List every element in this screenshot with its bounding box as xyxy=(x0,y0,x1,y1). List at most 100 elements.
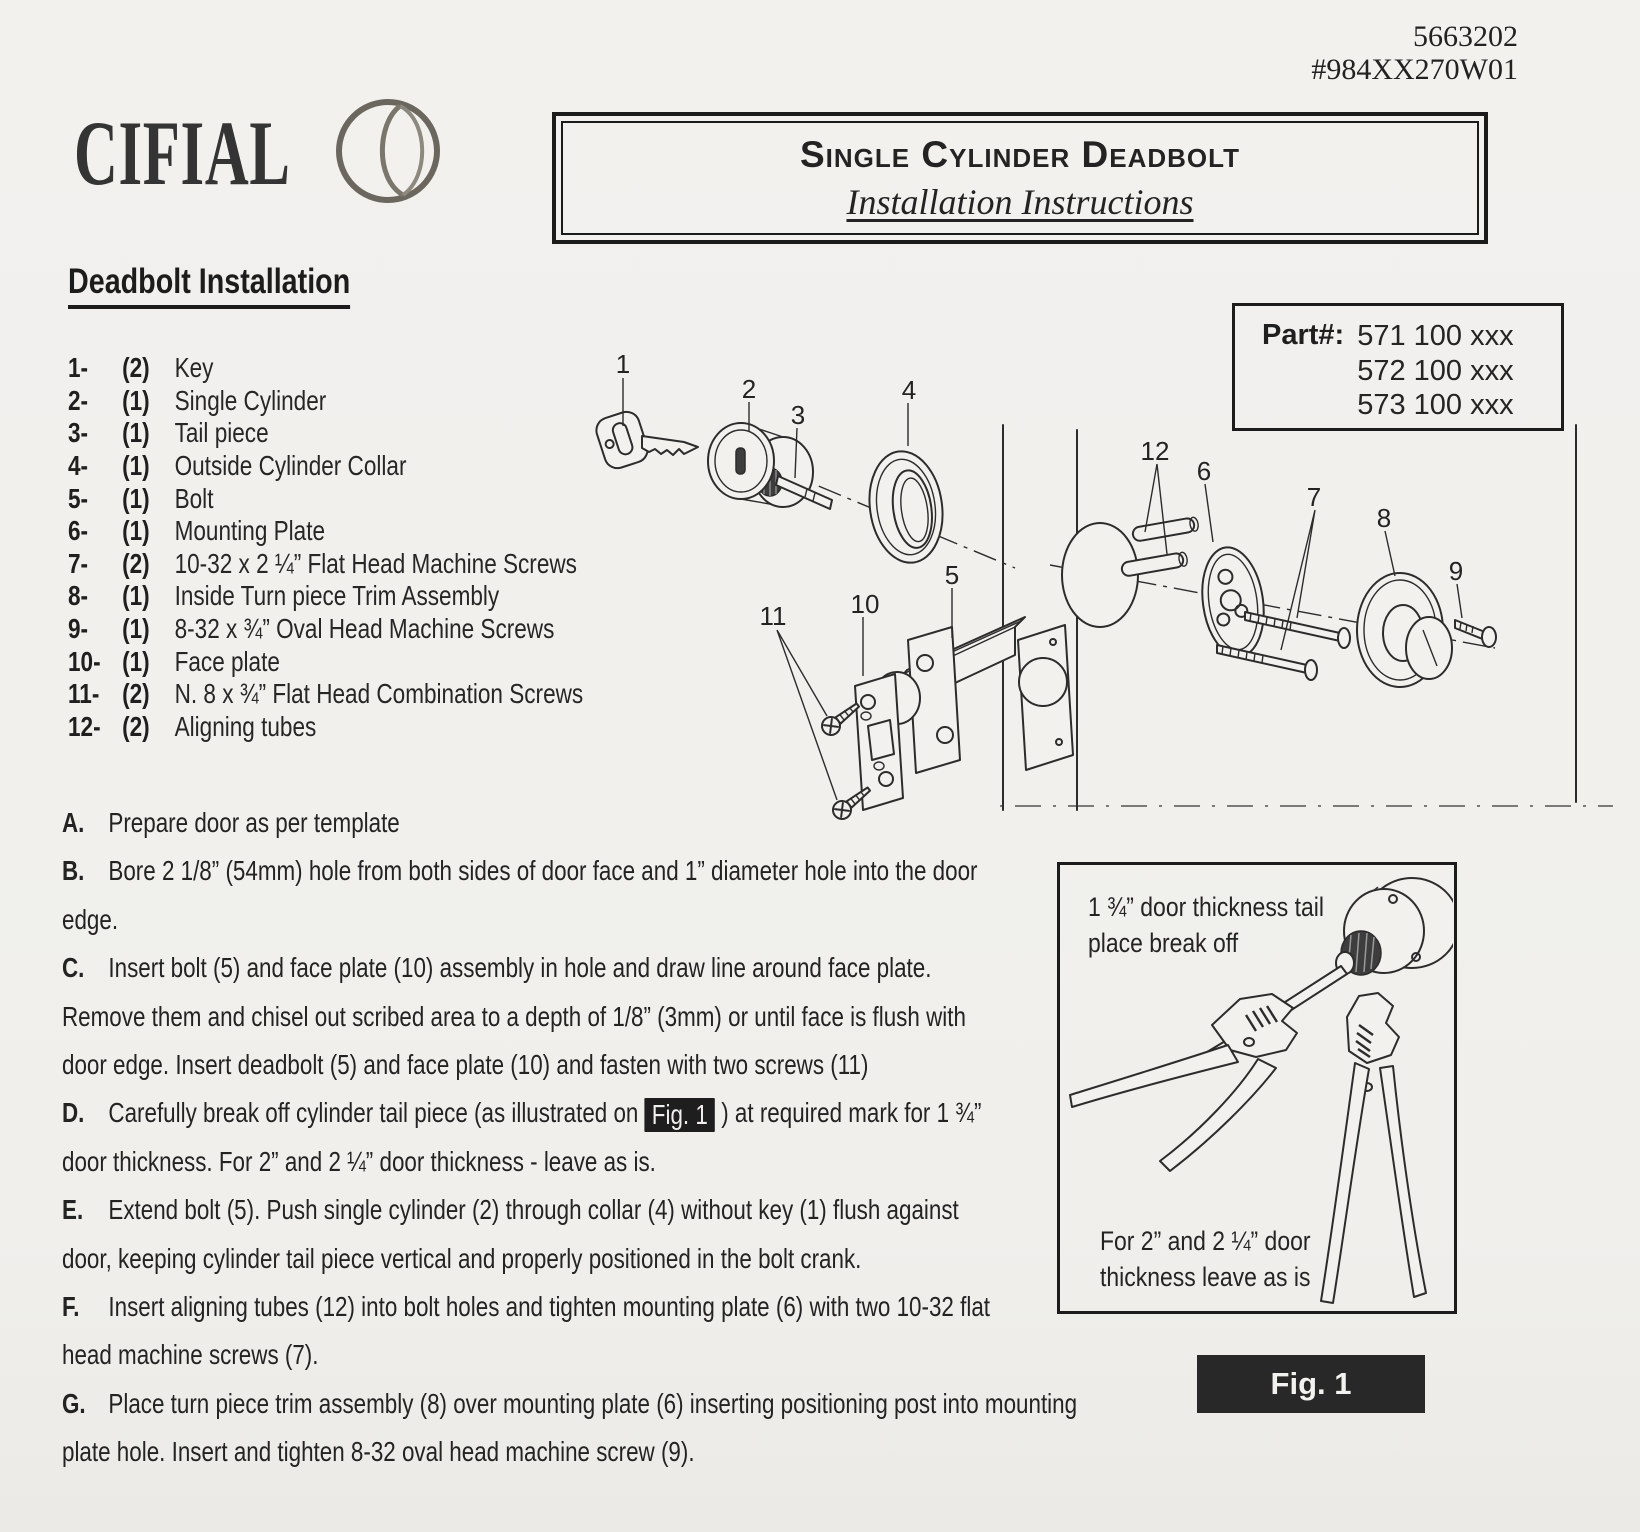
part-name: N. 8 x ¾” Flat Head Combination Screws xyxy=(174,678,584,710)
part-name: Bolt xyxy=(174,482,214,514)
wood-screw xyxy=(821,702,861,736)
part-index: 8- xyxy=(68,580,89,612)
step-text: edge. xyxy=(62,903,119,935)
step-letter: B. xyxy=(62,855,85,887)
caption-line: thickness leave as is xyxy=(1100,1262,1311,1292)
turn-piece-part xyxy=(1356,572,1453,688)
callout-8: 8 xyxy=(1377,503,1391,533)
part-qty: (2) xyxy=(122,547,150,579)
part-number-label: Part#: xyxy=(1262,319,1345,351)
machine-screw xyxy=(1216,611,1351,681)
part-index: 10- xyxy=(68,645,101,677)
figure-caption-bottom: For 2” and 2 ¼” door thickness leave as … xyxy=(1100,1223,1310,1295)
part-index: 6- xyxy=(68,515,89,547)
exploded-diagram: 1 2 3 4 5 6 7 8 9 10 11 12 xyxy=(595,349,1613,820)
brand-logo-text: CIFIAL xyxy=(74,102,291,204)
part-qty: (1) xyxy=(122,417,150,449)
figure-1-box: 1 ¾” door thickness tail place break off… xyxy=(1057,862,1457,1314)
part-number-value: 573 100 xxx xyxy=(1357,389,1514,421)
part-index: 2- xyxy=(68,384,89,416)
part-qty: (2) xyxy=(122,678,150,710)
callout-10: 10 xyxy=(851,589,880,619)
step-b: B.Bore 2 1/8” (54mm) hole from both side… xyxy=(62,847,1182,895)
step-text: Remove them and chisel out scribed area … xyxy=(62,1000,966,1032)
step-g-cont: plate hole. Insert and tighten 8-32 oval… xyxy=(62,1428,1182,1476)
figure-1-illustration xyxy=(1069,877,1453,1304)
fig-pliers-left xyxy=(1069,993,1298,1172)
parts-list-item: 11-(2)N. 8 x ¾” Flat Head Combination Sc… xyxy=(68,678,583,711)
callout-2: 2 xyxy=(742,374,756,404)
door-section-lines xyxy=(1002,424,1577,811)
step-a: A.Prepare door as per template xyxy=(62,799,1182,847)
part-name: Face plate xyxy=(174,645,280,677)
callout-labels: 1 2 3 4 5 6 7 8 9 10 11 12 xyxy=(616,349,1463,631)
callout-3: 3 xyxy=(791,400,805,430)
parts-list: 1-(2)Key 2-(1)Single Cylinder 3-(1)Tail … xyxy=(68,352,583,743)
step-c: C.Insert bolt (5) and face plate (10) as… xyxy=(62,944,1182,992)
step-g: G.Place turn piece trim assembly (8) ove… xyxy=(62,1380,1182,1428)
parts-list-item: 10- (1) Face plate xyxy=(68,645,583,678)
part-qty: (1) xyxy=(122,384,150,416)
tail-piece-part xyxy=(775,475,833,510)
wood-screw xyxy=(832,786,872,820)
part-index: 7- xyxy=(68,547,89,579)
step-e-cont: door, keeping cylinder tail piece vertic… xyxy=(62,1235,1182,1283)
mounting-plate-part xyxy=(1201,546,1265,658)
step-f-cont: head machine screws (7). xyxy=(62,1331,1182,1379)
part-qty: (1) xyxy=(122,645,150,677)
part-number-values: 571 100 xxx 572 100 xxx 573 100 xxx xyxy=(1357,319,1513,428)
parts-list-item: 12-(2)Aligning tubes xyxy=(68,711,583,744)
brand-logo-icon xyxy=(336,99,440,203)
document-subtitle: Installation Instructions xyxy=(846,181,1194,222)
parts-list-item: 1-(2)Key xyxy=(68,352,583,385)
part-qty: (1) xyxy=(122,450,150,482)
callout-12: 12 xyxy=(1141,436,1170,466)
part-name: Outside Cylinder Collar xyxy=(174,450,407,482)
caption-line: place break off xyxy=(1088,928,1239,958)
step-letter: D. xyxy=(62,1097,85,1129)
step-e: E. Extend bolt (5). Push single cylinder … xyxy=(62,1186,1182,1234)
part-name: Tail piece xyxy=(174,417,269,449)
callout-1: 1 xyxy=(616,349,630,379)
parts-list-item: 5-(1)Bolt xyxy=(68,482,583,515)
step-d: D. Carefully break off cylinder tail piec… xyxy=(62,1089,1182,1137)
step-text: Extend bolt (5). Push single cylinder (2… xyxy=(108,1194,959,1226)
part-name: Inside Turn piece Trim Assembly xyxy=(174,580,500,612)
parts-list-item: 6-(1)Mounting Plate xyxy=(68,515,583,548)
key-part xyxy=(595,410,699,470)
part-qty: (1) xyxy=(122,482,150,514)
callout-9: 9 xyxy=(1449,556,1463,586)
document-title: Single Cylinder Deadbolt xyxy=(800,133,1240,175)
part-name: 8-32 x ¾” Oval Head Machine Screws xyxy=(174,613,555,645)
step-d-cont: door thickness. For 2” and 2 ¼” door thi… xyxy=(62,1138,1182,1186)
part-name: Mounting Plate xyxy=(174,515,326,547)
part-qty: (2) xyxy=(122,352,150,384)
step-letter: E. xyxy=(62,1194,84,1226)
part-name: Aligning tubes xyxy=(174,710,317,742)
callout-6: 6 xyxy=(1197,456,1211,486)
caption-line: For 2” and 2 ¼” door xyxy=(1100,1226,1311,1256)
parts-list-item: 8-(1)Inside Turn piece Trim Assembly xyxy=(68,580,583,613)
parts-list-item: 9-(1)8-32 x ¾” Oval Head Machine Screws xyxy=(68,613,583,646)
oval-head-screw xyxy=(1454,619,1497,648)
cylinder-part xyxy=(707,422,814,508)
callout-leaders xyxy=(622,378,1463,801)
figure-caption-top: 1 ¾” door thickness tail place break off xyxy=(1088,889,1324,961)
part-qty: (2) xyxy=(122,710,150,742)
part-number-box: Part#: 571 100 xxx 572 100 xxx 573 100 x… xyxy=(1232,303,1564,431)
step-text: door thickness. For 2” and 2 ¼” door thi… xyxy=(62,1145,656,1177)
figure-1-label: Fig. 1 xyxy=(1197,1355,1425,1413)
step-text: Insert bolt (5) and face plate (10) asse… xyxy=(108,952,932,984)
step-c-cont: door edge. Insert deadbolt (5) and face … xyxy=(62,1041,1182,1089)
step-c-cont: Remove them and chisel out scribed area … xyxy=(62,993,1182,1041)
parts-list-item: 4-(1)Outside Cylinder Collar xyxy=(68,450,583,483)
step-letter: F. xyxy=(62,1290,80,1322)
doc-number: 5663202 xyxy=(1413,20,1518,53)
part-name: 10-32 x 2 ¼” Flat Head Machine Screws xyxy=(174,547,577,579)
face-plate-part xyxy=(854,673,904,811)
caption-line: 1 ¾” door thickness tail xyxy=(1088,892,1324,922)
step-text: Prepare door as per template xyxy=(108,807,400,838)
part-name: Single Cylinder xyxy=(174,384,327,416)
step-text: Carefully break off cylinder tail piece … xyxy=(108,1097,645,1129)
step-text: Place turn piece trim assembly (8) over … xyxy=(108,1387,1078,1419)
